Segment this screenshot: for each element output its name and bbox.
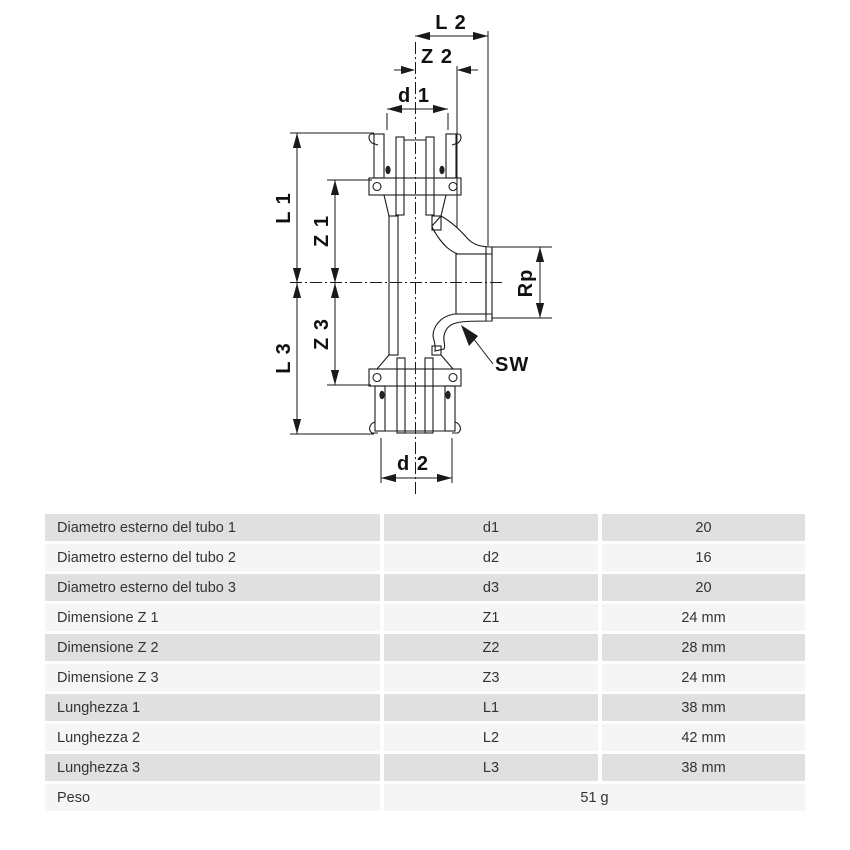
table-row: Lunghezza 2 L2 42 mm (45, 724, 805, 751)
top-press-connector (368, 133, 462, 217)
spec-value: 16 (602, 544, 805, 571)
inspection-window-icon (379, 390, 385, 400)
table-row: Diametro esterno del tubo 1 d1 20 (45, 514, 805, 541)
tee-fitting-drawing (368, 133, 493, 434)
spec-label: Dimensione Z 2 (45, 634, 380, 661)
dimension-lines (290, 31, 552, 483)
dim-label-d2: d 2 (397, 453, 429, 475)
dim-label-sw: SW (495, 354, 529, 376)
spec-symbol: Z3 (384, 664, 598, 691)
spec-symbol: d2 (384, 544, 598, 571)
spec-value: 20 (602, 574, 805, 601)
table-row: Lunghezza 3 L3 38 mm (45, 754, 805, 781)
table-row: Dimensione Z 2 Z2 28 mm (45, 634, 805, 661)
spec-value: 24 mm (602, 604, 805, 631)
technical-drawing: L 2 Z 2 d 1 L 1 Z 1 Z 3 L 3 Rp SW d 2 (273, 12, 552, 497)
spec-label: Peso (45, 784, 380, 811)
inspection-window-icon (439, 165, 445, 175)
branch-socket (431, 215, 493, 352)
dim-label-z1: Z 1 (311, 215, 333, 247)
table-row: Lunghezza 1 L1 38 mm (45, 694, 805, 721)
spec-label: Diametro esterno del tubo 3 (45, 574, 380, 601)
spec-label: Dimensione Z 3 (45, 664, 380, 691)
spec-symbol: d3 (384, 574, 598, 601)
spec-value: 38 mm (602, 694, 805, 721)
dim-label-z3: Z 3 (311, 318, 333, 350)
spec-label: Diametro esterno del tubo 1 (45, 514, 380, 541)
dim-label-d1: d 1 (398, 85, 430, 107)
bottom-press-connector (368, 354, 462, 434)
spec-value: 51 g (384, 784, 805, 811)
spec-label: Diametro esterno del tubo 2 (45, 544, 380, 571)
spec-symbol: Z2 (384, 634, 598, 661)
dim-label-l1: L 1 (273, 192, 295, 224)
table-row: Diametro esterno del tubo 2 d2 16 (45, 544, 805, 571)
table-row: Diametro esterno del tubo 3 d3 20 (45, 574, 805, 601)
spec-symbol: d1 (384, 514, 598, 541)
spec-table: Diametro esterno del tubo 1 d1 20 Diamet… (45, 514, 805, 811)
spec-value: 28 mm (602, 634, 805, 661)
spec-value: 24 mm (602, 664, 805, 691)
spec-value: 42 mm (602, 724, 805, 751)
dim-label-l2: L 2 (435, 12, 467, 34)
table-row: Dimensione Z 1 Z1 24 mm (45, 604, 805, 631)
spec-label: Lunghezza 1 (45, 694, 380, 721)
spec-value: 38 mm (602, 754, 805, 781)
spec-value: 20 (602, 514, 805, 541)
dim-label-rp: Rp (515, 269, 537, 298)
inspection-window-icon (385, 165, 391, 175)
spec-symbol: L2 (384, 724, 598, 751)
spec-symbol: Z1 (384, 604, 598, 631)
dim-label-l3: L 3 (273, 342, 295, 374)
spec-label: Lunghezza 3 (45, 754, 380, 781)
table-row: Dimensione Z 3 Z3 24 mm (45, 664, 805, 691)
spec-label: Lunghezza 2 (45, 724, 380, 751)
spec-symbol: L3 (384, 754, 598, 781)
spec-symbol: L1 (384, 694, 598, 721)
spec-label: Dimensione Z 1 (45, 604, 380, 631)
dimension-labels: L 2 Z 2 d 1 L 1 Z 1 Z 3 L 3 Rp SW d 2 (273, 12, 537, 475)
body-tube (388, 215, 442, 356)
dim-label-z2: Z 2 (421, 46, 453, 68)
inspection-window-icon (445, 390, 451, 400)
table-row-peso: Peso 51 g (45, 784, 805, 811)
